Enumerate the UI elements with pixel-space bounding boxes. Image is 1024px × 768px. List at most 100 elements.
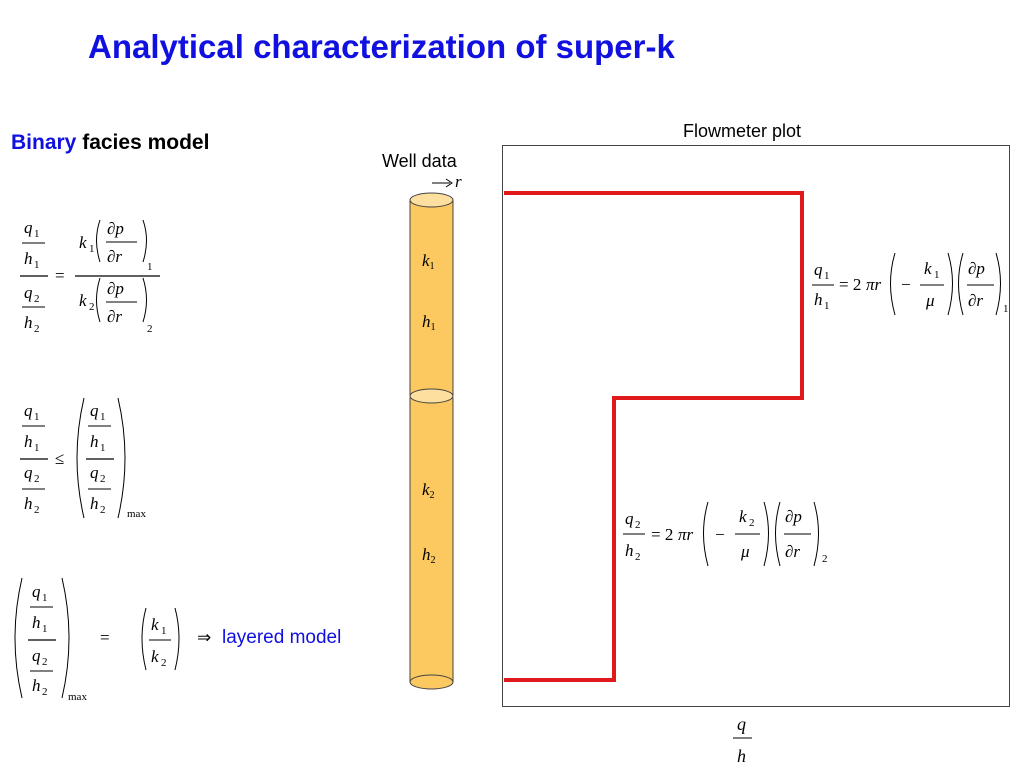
svg-text:1: 1 <box>100 411 106 423</box>
svg-text:∂r: ∂r <box>785 542 800 561</box>
svg-text:2: 2 <box>34 293 40 305</box>
svg-text:1: 1 <box>34 259 40 271</box>
svg-text:1: 1 <box>42 592 48 604</box>
svg-text:q: q <box>24 283 33 302</box>
svg-text:k: k <box>79 291 87 310</box>
svg-text:2: 2 <box>100 504 106 516</box>
svg-text:∂r: ∂r <box>107 307 122 326</box>
svg-text:q: q <box>24 463 33 482</box>
svg-text:h: h <box>814 290 823 309</box>
flowmeter-line <box>504 191 804 682</box>
subtitle: Binary facies model <box>11 131 209 155</box>
svg-text:≤: ≤ <box>55 449 64 468</box>
svg-text:1: 1 <box>34 228 40 240</box>
well-cylinder <box>409 178 454 690</box>
xlabel-num: q <box>737 714 746 734</box>
svg-text:μ: μ <box>925 291 935 310</box>
well-label: Well data <box>382 151 457 171</box>
svg-text:h: h <box>90 432 99 451</box>
svg-text:⇒: ⇒ <box>197 628 211 647</box>
svg-text:1: 1 <box>34 411 40 423</box>
svg-text:πr: πr <box>866 275 882 294</box>
svg-text:∂p: ∂p <box>968 259 985 278</box>
svg-text:μ: μ <box>740 542 750 561</box>
svg-text:h: h <box>90 494 99 513</box>
plot-xlabel: q h <box>733 714 752 766</box>
svg-text:q: q <box>625 509 634 528</box>
svg-text:2: 2 <box>147 323 153 335</box>
svg-text:k: k <box>79 233 87 252</box>
well-upper-k: k1 <box>422 251 435 273</box>
svg-text:1: 1 <box>89 243 95 255</box>
svg-text:−: − <box>715 525 725 544</box>
svg-text:1: 1 <box>34 442 40 454</box>
svg-text:k: k <box>924 259 932 278</box>
svg-text:k: k <box>151 615 159 634</box>
svg-text:h: h <box>24 249 33 268</box>
svg-text:h: h <box>24 494 33 513</box>
conclusion-text: layered model <box>222 627 342 648</box>
svg-text:∂p: ∂p <box>107 219 124 238</box>
well-lower-k: k2 <box>422 480 435 502</box>
svg-text:1: 1 <box>161 625 167 637</box>
page-title: Analytical characterization of super-k <box>88 28 675 65</box>
svg-text:2: 2 <box>635 519 641 531</box>
svg-text:−: − <box>901 275 911 294</box>
svg-text:=: = <box>55 266 65 285</box>
svg-text:=: = <box>100 628 110 647</box>
svg-text:1: 1 <box>824 270 830 282</box>
well-axis-label: r <box>455 172 462 191</box>
svg-text:q: q <box>24 218 33 237</box>
svg-text:h: h <box>32 613 41 632</box>
svg-text:∂r: ∂r <box>968 291 983 310</box>
svg-text:2: 2 <box>42 686 48 698</box>
svg-text:∂p: ∂p <box>785 507 802 526</box>
svg-text:q: q <box>32 582 41 601</box>
svg-text:1: 1 <box>147 261 153 273</box>
plot-title: Flowmeter plot <box>683 121 802 141</box>
svg-text:1: 1 <box>824 300 830 312</box>
svg-text:2: 2 <box>89 301 95 313</box>
svg-text:2: 2 <box>635 551 641 563</box>
svg-text:2: 2 <box>34 504 40 516</box>
svg-text:= 2: = 2 <box>839 275 861 294</box>
svg-text:max: max <box>68 691 87 703</box>
svg-text:1: 1 <box>100 442 106 454</box>
svg-text:2: 2 <box>34 323 40 335</box>
svg-text:1: 1 <box>42 623 48 635</box>
well-lower-h: h2 <box>422 545 436 567</box>
svg-text:2: 2 <box>822 553 828 565</box>
svg-text:2: 2 <box>42 656 48 668</box>
svg-text:q: q <box>90 463 99 482</box>
xlabel-den: h <box>737 746 746 766</box>
svg-text:1: 1 <box>1003 303 1009 315</box>
svg-text:∂p: ∂p <box>107 279 124 298</box>
svg-text:k: k <box>151 647 159 666</box>
well-upper-h: h1 <box>422 312 436 334</box>
subtitle-rest: facies model <box>82 131 210 154</box>
svg-text:q: q <box>32 646 41 665</box>
svg-text:q: q <box>24 401 33 420</box>
svg-text:2: 2 <box>749 517 755 529</box>
svg-text:∂r: ∂r <box>107 247 122 266</box>
svg-text:h: h <box>24 313 33 332</box>
svg-text:πr: πr <box>678 525 694 544</box>
svg-text:max: max <box>127 508 146 520</box>
plot-frame <box>502 145 1010 707</box>
svg-text:h: h <box>24 432 33 451</box>
svg-text:1: 1 <box>934 269 940 281</box>
svg-text:2: 2 <box>161 657 167 669</box>
svg-text:q: q <box>814 260 823 279</box>
svg-text:2: 2 <box>34 473 40 485</box>
svg-text:= 2: = 2 <box>651 525 673 544</box>
svg-text:q: q <box>90 401 99 420</box>
svg-text:h: h <box>625 541 634 560</box>
svg-text:2: 2 <box>100 473 106 485</box>
svg-text:h: h <box>32 676 41 695</box>
